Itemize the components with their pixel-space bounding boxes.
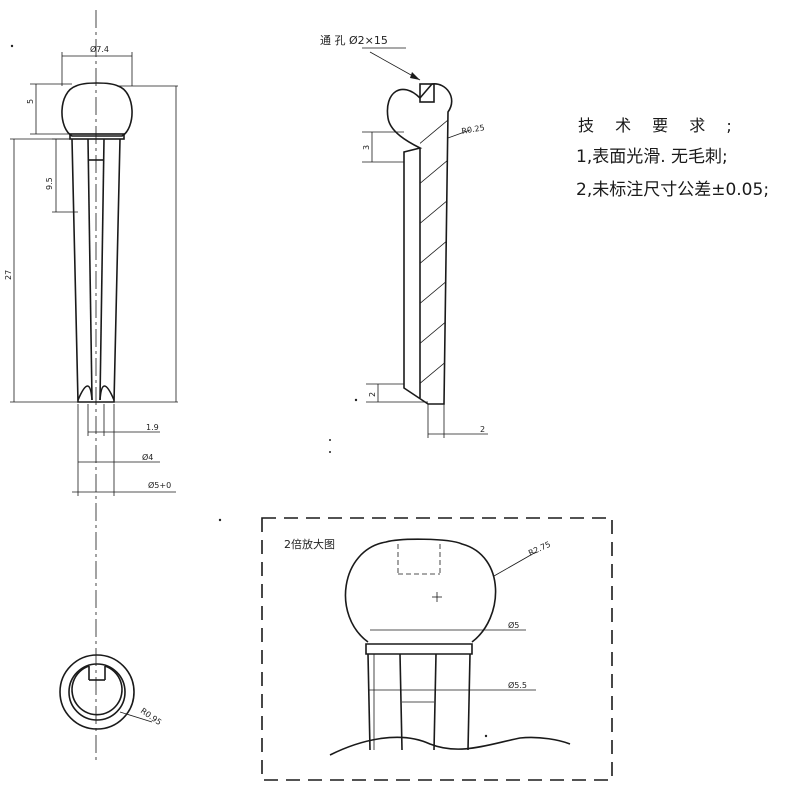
dim-section-radius: R0.25 (461, 123, 486, 136)
hole-callout: 通 孔 Ø2×15 (320, 34, 388, 47)
pin-collar (69, 133, 125, 140)
tip-curve-left (77, 385, 93, 401)
dim-width-3: Ø5+0 (148, 480, 171, 490)
tech-requirements-title: 技 术 要 求 ; (578, 116, 740, 135)
detail-body-right (467, 653, 471, 751)
dim-width-2: Ø4 (142, 452, 153, 462)
groove-right (99, 138, 105, 401)
dim-bottom-radius: R0.95 (139, 706, 163, 727)
break-line (329, 736, 571, 756)
section-view: 通 孔 Ø2×15 R0.25 3 2 2 (320, 34, 488, 438)
inner-slot (71, 665, 123, 716)
tip-curve-right (99, 385, 115, 401)
dim-groove-length: 9.5 (45, 177, 54, 190)
section-hatching (420, 109, 448, 404)
dim-detail-radius: R2.75 (527, 540, 552, 558)
dim-section-width-2: 2 (480, 425, 485, 434)
groove-left (87, 138, 93, 401)
dim-detail-diameter-1: Ø5 (508, 620, 519, 630)
pin-head (61, 82, 133, 137)
middle-circle (68, 663, 126, 721)
front-view: Ø7.4 5 9.5 27 1.9 Ø4 Ø5+0 (4, 10, 178, 760)
section-outline (386, 83, 453, 405)
detail-view: 2倍放大图 R2.75 Ø5 Ø5.5 (261, 517, 613, 781)
detail-collar (365, 643, 473, 655)
tech-requirement-1: 1,表面光滑. 无毛刺; (576, 147, 728, 167)
dim-top-diameter: Ø7.4 (90, 44, 109, 54)
detail-head (344, 538, 497, 643)
dim-section-height-3: 3 (362, 145, 371, 150)
through-hole (419, 83, 435, 103)
detail-title: 2倍放大图 (284, 537, 335, 551)
tech-requirement-2: 2,未标注尺寸公差±0.05; (576, 180, 770, 200)
dim-width-1: 1.9 (146, 423, 159, 432)
dim-head-height: 5 (26, 99, 35, 104)
dim-detail-diameter-2: Ø5.5 (508, 680, 527, 690)
pin-body (71, 138, 121, 403)
dim-section-height-2: 2 (368, 392, 377, 397)
detail-body-left (367, 653, 371, 751)
dim-total-length: 27 (4, 270, 13, 280)
bottom-view: R0.95 (59, 654, 163, 730)
outer-circle (59, 654, 135, 730)
